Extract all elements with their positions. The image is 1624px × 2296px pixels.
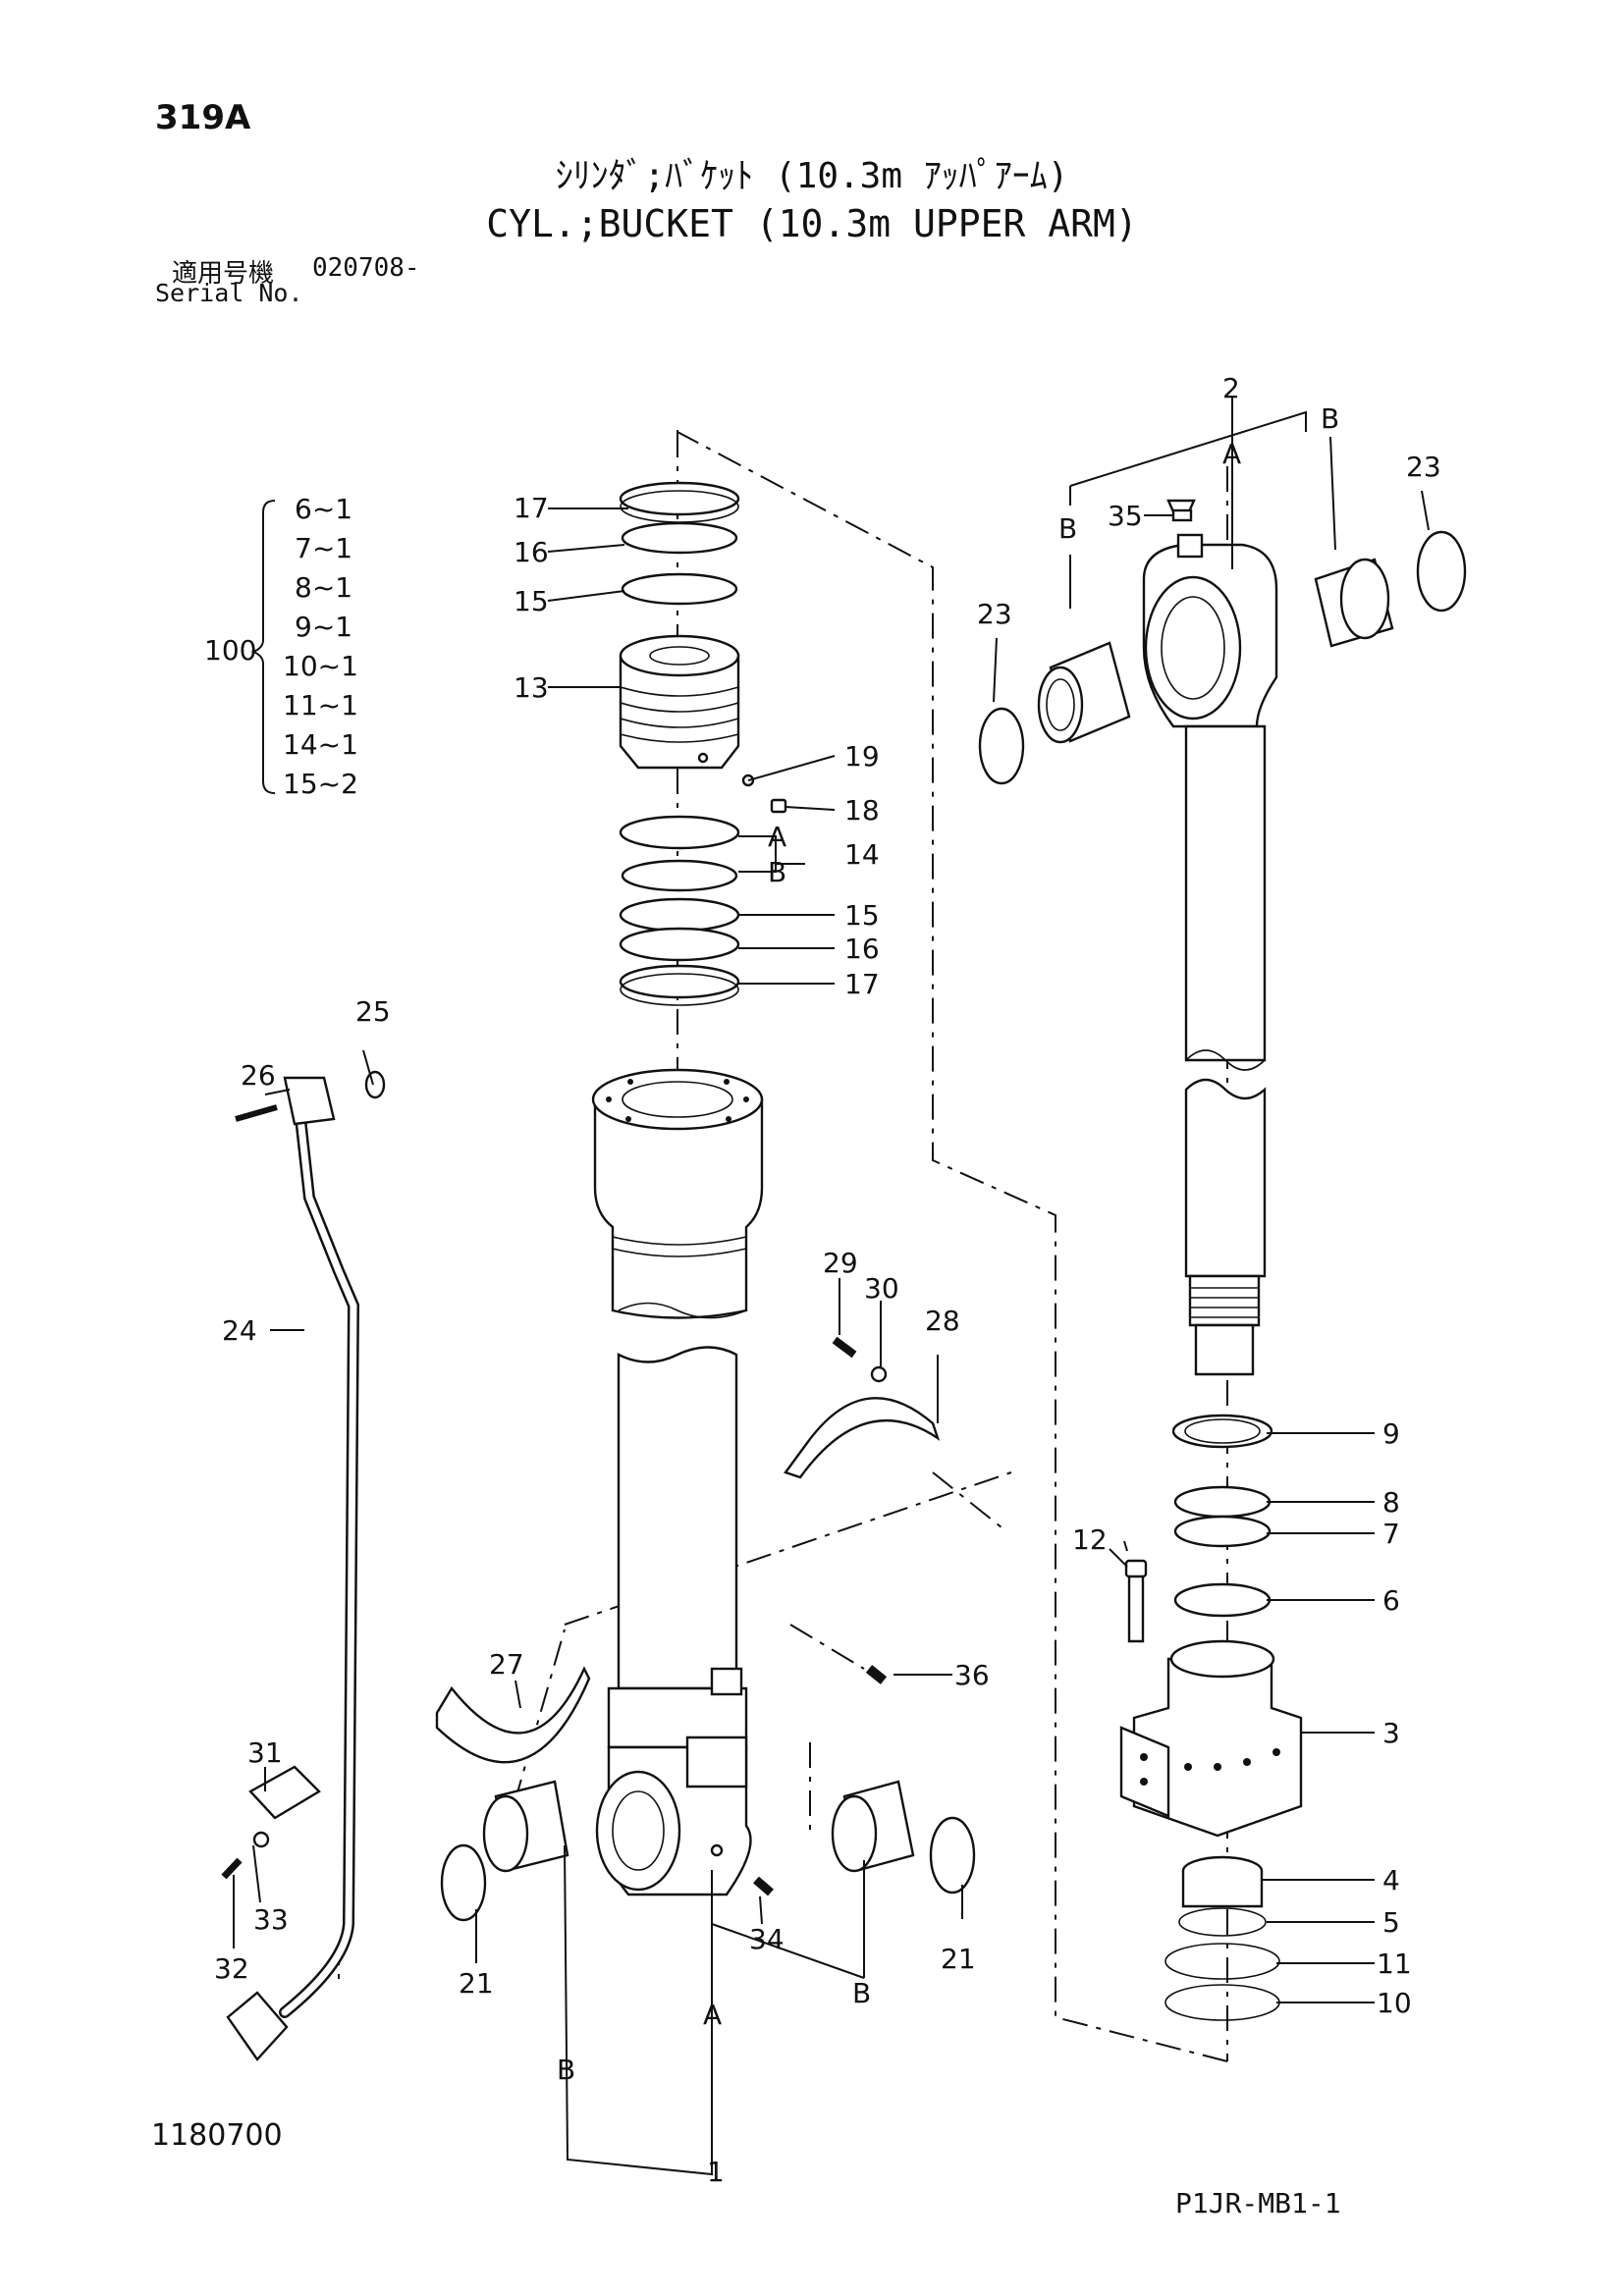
callout-label: 14 (844, 838, 880, 871)
kit-item: 14~1 (283, 728, 358, 761)
callout-label: 16 (514, 536, 549, 568)
callout-label: B (1058, 512, 1077, 545)
callout-label: 25 (355, 995, 391, 1028)
callout-label: 10 (1377, 1987, 1412, 2019)
callout-label: B (768, 856, 786, 888)
callout-label: B (852, 1977, 871, 2009)
callout-label: 27 (489, 1648, 524, 1681)
callout-label: 6 (1382, 1584, 1400, 1617)
callout-label: B (1321, 402, 1339, 435)
callout-label: 18 (844, 794, 880, 827)
callout-label: 34 (749, 1923, 785, 1955)
callout-label: 21 (459, 1967, 494, 2000)
kit-item: 8~1 (295, 571, 352, 604)
title-japanese: ｼﾘﾝﾀﾞ;ﾊﾞｹｯﾄ (10.3m ｱｯﾊﾟｱｰﾑ) (555, 156, 1069, 196)
serial-value: 020708- (312, 253, 420, 283)
seal-ring (621, 521, 738, 555)
callout-label: 17 (844, 968, 880, 1000)
callout-label: 4 (1382, 1864, 1400, 1896)
kit-item: 6~1 (295, 493, 352, 525)
o-ring (621, 572, 738, 606)
callout-label: 24 (222, 1314, 257, 1347)
callout-label: B (557, 2054, 575, 2086)
callout-label: 36 (954, 1659, 990, 1691)
set-screw (770, 798, 787, 814)
callout-label: A (768, 821, 786, 853)
callout-label: 7 (1382, 1518, 1400, 1550)
document-code: P1JR-MB1-1 (1175, 2187, 1341, 2219)
drawing-number: 1180700 (151, 2118, 283, 2153)
callout-label: 3 (1382, 1717, 1400, 1749)
callout-label: 13 (514, 671, 549, 704)
callout-label: A (703, 1999, 722, 2031)
callout-label: 30 (864, 1272, 899, 1305)
callout-label: 28 (925, 1305, 960, 1337)
callout-label: 23 (1406, 451, 1441, 483)
callout-label: 35 (1108, 500, 1143, 532)
kit-item: 9~1 (295, 611, 352, 643)
callout-label: 15 (844, 899, 880, 932)
cylinder-tube (591, 1068, 764, 1896)
cylinder-head (1119, 1414, 1303, 2021)
hydraulic-pipe (221, 1070, 976, 2061)
callout-label: 33 (253, 1903, 289, 1936)
kit-item: 7~1 (295, 532, 352, 564)
callout-label: 1 (707, 2156, 725, 2188)
callout-label: 16 (844, 933, 880, 965)
callout-label: 23 (977, 598, 1012, 630)
callout-labels: 1 2 A B B 35 23 23 17 16 15 13 19 18 A B… (214, 372, 1441, 2188)
piston-rod (978, 499, 1467, 1376)
callout-label: 19 (844, 740, 880, 773)
kit-item: 11~1 (283, 689, 358, 721)
callout-label: 5 (1382, 1906, 1400, 1939)
callout-label: A (1222, 438, 1241, 470)
callout-label: 17 (514, 492, 549, 524)
serial-label-english: Serial No. (155, 279, 303, 307)
callout-label: 26 (241, 1059, 276, 1092)
callout-label: 32 (214, 1952, 249, 1985)
callout-label: 8 (1382, 1486, 1400, 1519)
upper-seal-stack (619, 481, 787, 1006)
leader-lines (233, 398, 1430, 2176)
kit-number: 100 (204, 634, 256, 667)
kit-list: 100 6~1 7~1 8~1 9~1 10~1 11~1 14~1 15~2 (204, 493, 358, 800)
title-english: CYL.;BUCKET (10.3m UPPER ARM) (486, 202, 1138, 245)
callout-label: 15 (514, 585, 549, 617)
kit-item: 10~1 (283, 650, 358, 682)
callout-label: 11 (1377, 1948, 1412, 1980)
seal-ring (619, 481, 740, 516)
callout-label: 21 (941, 1943, 976, 1975)
page-number: 319A (155, 98, 251, 137)
callout-label: 12 (1072, 1523, 1108, 1556)
callout-label: 2 (1222, 372, 1240, 404)
callout-label: 29 (823, 1247, 858, 1279)
callout-label: 9 (1382, 1417, 1400, 1450)
kit-brace (250, 500, 276, 794)
kit-item: 15~2 (283, 768, 358, 800)
callout-label: 31 (247, 1736, 283, 1769)
serial-label-japanese: 適用号機 (172, 259, 275, 289)
